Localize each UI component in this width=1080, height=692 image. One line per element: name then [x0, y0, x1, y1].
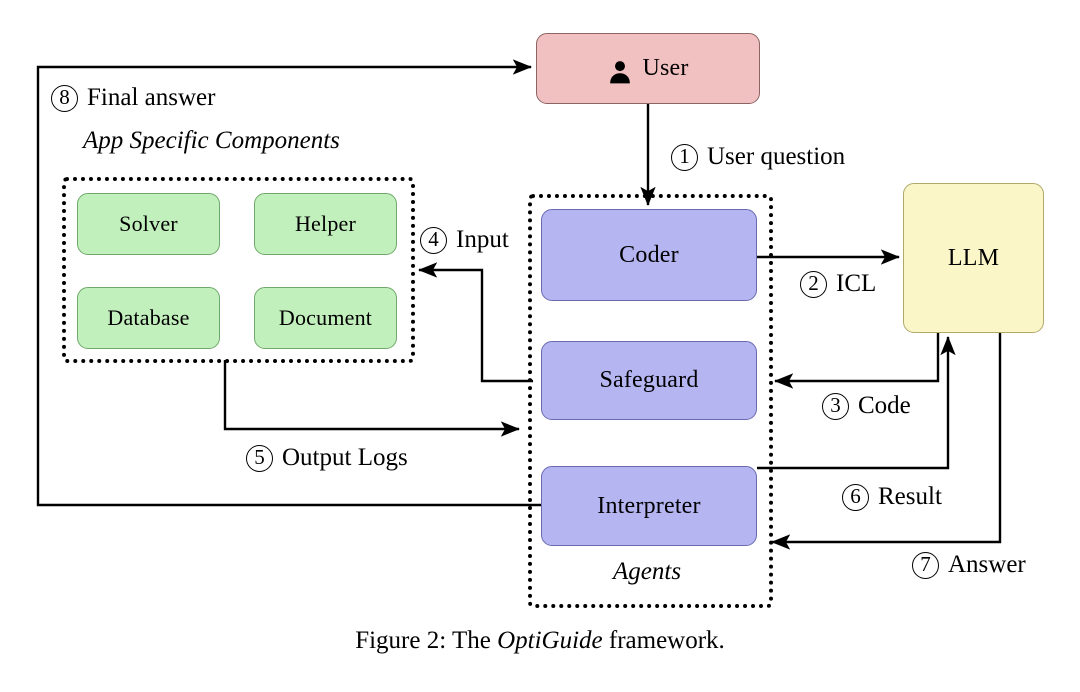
- node-safeguard-label: Safeguard: [599, 367, 699, 393]
- node-interpreter[interactable]: Interpreter: [541, 466, 757, 546]
- user-person-icon: [607, 59, 633, 85]
- node-coder-label: Coder: [619, 241, 679, 268]
- arrow-3-code: [774, 333, 940, 389]
- step-4-number: 4: [420, 226, 447, 254]
- arrow-5-output-logs: [223, 360, 520, 437]
- caption-suffix: framework.: [602, 627, 725, 654]
- step-7-text: Answer: [948, 551, 1026, 578]
- node-coder[interactable]: Coder: [541, 209, 757, 301]
- node-interpreter-label: Interpreter: [597, 492, 701, 519]
- step-4-text: Input: [456, 226, 509, 253]
- node-database[interactable]: Database: [77, 287, 220, 349]
- step-label-5: 5 Output Logs: [244, 444, 410, 472]
- step-8-text: Final answer: [87, 84, 216, 111]
- step-3-number: 3: [822, 392, 849, 420]
- figure-caption: Figure 2: The OptiGuide framework.: [0, 627, 1080, 655]
- step-3-text: Code: [858, 392, 911, 419]
- node-solver[interactable]: Solver: [77, 193, 220, 255]
- step-5-text: Output Logs: [282, 444, 408, 471]
- step-2-text: ICL: [836, 270, 877, 297]
- node-user[interactable]: User: [536, 33, 760, 104]
- node-llm-label: LLM: [947, 244, 1000, 271]
- step-8-number: 8: [51, 84, 78, 112]
- agents-label: Agents: [613, 558, 682, 585]
- step-6-number: 6: [842, 483, 869, 511]
- node-document[interactable]: Document: [254, 287, 397, 349]
- node-user-label: User: [642, 55, 689, 81]
- step-label-1: 1 User question: [669, 143, 848, 171]
- step-1-number: 1: [671, 143, 698, 171]
- step-2-number: 2: [800, 270, 827, 298]
- node-solver-label: Solver: [119, 211, 178, 236]
- step-5-number: 5: [246, 444, 273, 472]
- node-helper-label: Helper: [294, 211, 357, 236]
- node-llm[interactable]: LLM: [903, 183, 1044, 333]
- step-1-text: User question: [707, 143, 846, 170]
- step-label-2: 2 ICL: [798, 270, 879, 298]
- step-7-number: 7: [912, 551, 939, 579]
- node-database-label: Database: [107, 305, 190, 330]
- caption-prefix: Figure 2: The: [355, 627, 498, 654]
- node-document-label: Document: [278, 305, 373, 330]
- node-safeguard[interactable]: Safeguard: [541, 341, 757, 420]
- step-6-text: Result: [878, 483, 942, 510]
- step-label-4: 4 Input: [418, 226, 511, 254]
- node-helper[interactable]: Helper: [254, 193, 397, 255]
- step-label-8: 8 Final answer: [49, 84, 218, 112]
- arrow-4-input: [418, 262, 533, 383]
- step-label-7: 7 Answer: [910, 551, 1028, 579]
- step-label-3: 3 Code: [820, 392, 913, 420]
- caption-emphasis: OptiGuide: [497, 627, 603, 654]
- app-specific-components-label: App Specific Components: [83, 127, 340, 154]
- step-label-6: 6 Result: [840, 483, 944, 511]
